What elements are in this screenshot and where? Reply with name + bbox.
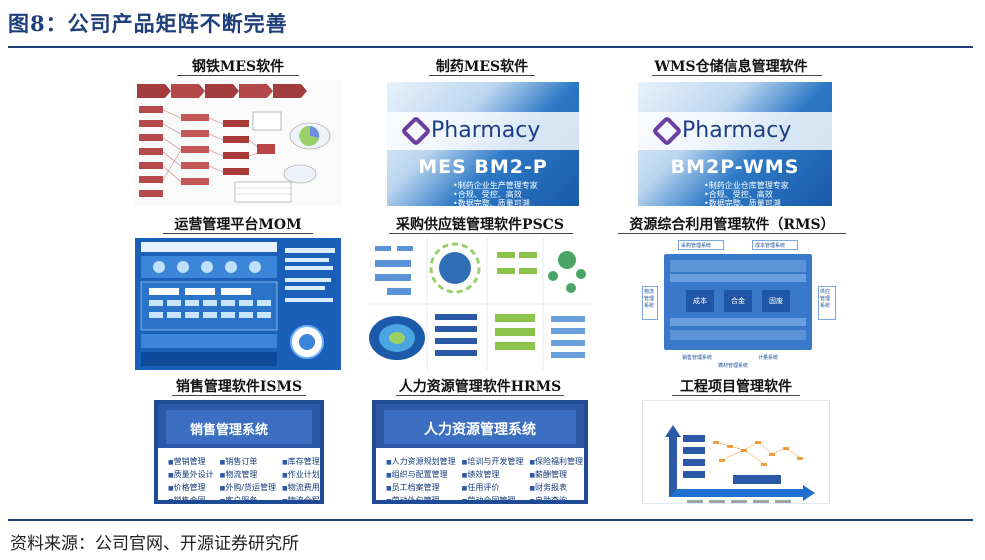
product-name: MES BM2-P bbox=[418, 156, 548, 178]
caption-underline bbox=[163, 233, 313, 234]
footer-rule bbox=[8, 519, 973, 521]
pharma-mes-banner: Pharmacy MES BM2-P 制药企业生产管理专家 合规、受控、高效 数… bbox=[387, 82, 579, 206]
mom-graphic bbox=[140, 242, 335, 366]
sales-system-modules: 营销管理 销售订单 库存管理 质量外设计 物流管理 作业计划管理 价格管理 外购… bbox=[158, 448, 320, 500]
product-caption: 采购供应链管理软件PSCS bbox=[396, 217, 564, 233]
brand-name: Pharmacy bbox=[682, 118, 792, 143]
module-item: 销售合同 bbox=[168, 495, 214, 500]
module-item: 自助查询 bbox=[529, 495, 583, 500]
module-item: 培训与开发管理 bbox=[462, 456, 523, 467]
feature-bullet: 制药企业生产管理专家 bbox=[453, 180, 538, 191]
mom-architecture-diagram bbox=[135, 238, 341, 370]
product-caption: 运营管理平台MOM bbox=[174, 217, 302, 233]
module-item: 保险福利管理 bbox=[529, 456, 583, 467]
module-item: 劳动合同管理 bbox=[462, 495, 524, 500]
caption-underline bbox=[389, 233, 573, 234]
product-card-steel-mes: 钢铁MES软件 bbox=[133, 56, 343, 206]
caption-underline bbox=[172, 395, 306, 396]
caption-underline bbox=[672, 395, 800, 396]
module-item: 质量外设计 bbox=[168, 469, 214, 480]
module-item: 员工档案管理 bbox=[386, 482, 456, 493]
product-caption: 工程项目管理软件 bbox=[680, 379, 792, 395]
rms-top-box-right: 成本管理系统 bbox=[752, 240, 798, 250]
sales-system-panel: 销售管理系统 营销管理 销售订单 库存管理 质量外设计 物流管理 作业计划管理 … bbox=[154, 400, 324, 504]
product-card-isms: 销售管理软件ISMS 销售管理系统 营销管理 销售订单 库存管理 质量外设计 物… bbox=[154, 376, 324, 506]
source-note: 资料来源：公司官网、开源证券研究所 bbox=[10, 534, 299, 554]
brand-band bbox=[638, 112, 832, 150]
product-caption: 制药MES软件 bbox=[435, 59, 529, 75]
module-item: 价格管理 bbox=[168, 482, 214, 493]
module-item: 任用评价 bbox=[462, 482, 524, 493]
module-item: 绩效管理 bbox=[462, 469, 524, 480]
rms-core-panel: 成本 合金 固废 bbox=[664, 254, 812, 350]
module-item: 物流全程跟踪 bbox=[282, 495, 320, 500]
module-item: 薪酬管理 bbox=[529, 469, 583, 480]
product-card-hrms: 人力资源管理软件HRMS 人力资源管理系统 人力资源规划管理 培训与开发管理 保… bbox=[370, 376, 590, 506]
module-item: 物流管理 bbox=[220, 469, 276, 480]
product-name: BM2P-WMS bbox=[670, 156, 800, 178]
rms-core-tile: 固废 bbox=[762, 290, 790, 312]
product-caption: 人力资源管理软件HRMS bbox=[398, 379, 562, 395]
product-card-project: 工程项目管理软件 bbox=[640, 376, 832, 506]
wms-banner: Pharmacy BM2P-WMS 制药企业仓库管理专家 合规、受控、高效 数据… bbox=[638, 82, 832, 206]
module-item: 人力资源规划管理 bbox=[386, 456, 456, 467]
rms-core-tile: 成本 bbox=[686, 290, 714, 312]
page-title: 图8：公司产品矩阵不断完善 bbox=[8, 11, 288, 36]
rms-side-box-right: 供应管理系统 bbox=[818, 286, 836, 320]
header-rule bbox=[8, 46, 973, 48]
caption-underline bbox=[396, 395, 564, 396]
product-card-rms: 资源综合利用管理软件（RMS） 采购管理系统 成本管理系统 物流管理系统 供应管… bbox=[612, 214, 852, 372]
rms-inner-band bbox=[670, 260, 806, 272]
caption-underline bbox=[177, 75, 299, 76]
rms-inner-band bbox=[670, 330, 806, 340]
module-item: 财务报表 bbox=[529, 482, 583, 493]
module-item: 作业计划管理 bbox=[282, 469, 320, 480]
flow-diagram-graphic bbox=[137, 84, 331, 203]
module-item: 营销管理 bbox=[168, 456, 214, 467]
product-caption: WMS仓储信息管理软件 bbox=[654, 59, 808, 75]
product-caption: 钢铁MES软件 bbox=[191, 59, 285, 75]
rms-bottom-box-center: 铸材管理系统 bbox=[718, 363, 749, 369]
product-card-pharma-mes: 制药MES软件 Pharmacy MES BM2-P 制药企业生产管理专家 合规… bbox=[385, 56, 579, 206]
steel-mes-diagram bbox=[135, 80, 341, 206]
product-card-pscs: 采购供应链管理软件PSCS bbox=[365, 214, 595, 372]
project-management-diagram bbox=[642, 400, 830, 504]
hr-system-modules: 人力资源规划管理 培训与开发管理 保险福利管理 组织与配置管理 绩效管理 薪酬管… bbox=[376, 448, 584, 500]
module-item: 物流费用管理 bbox=[282, 482, 320, 493]
sales-system-title: 销售管理系统 bbox=[166, 410, 312, 444]
module-item: 库存管理 bbox=[282, 456, 320, 467]
caption-underline bbox=[429, 75, 535, 76]
rms-side-box-left: 物流管理系统 bbox=[642, 286, 658, 320]
product-card-wms: WMS仓储信息管理软件 Pharmacy BM2P-WMS 制药企业仓库管理专家… bbox=[622, 56, 840, 206]
hr-system-panel: 人力资源管理系统 人力资源规划管理 培训与开发管理 保险福利管理 组织与配置管理… bbox=[372, 400, 588, 504]
pscs-graphic bbox=[367, 238, 593, 370]
feature-bullet: 制药企业仓库管理专家 bbox=[704, 180, 789, 191]
feature-bullet: 合规、受控、高效 bbox=[704, 189, 773, 200]
product-card-mom: 运营管理平台MOM bbox=[133, 214, 343, 372]
rms-bottom-box-left: 销售管理系统 bbox=[682, 355, 713, 361]
module-item: 外购/货运管理 bbox=[220, 482, 276, 493]
hr-system-title: 人力资源管理系统 bbox=[384, 410, 576, 444]
feature-bullet: 数据完整、质量可溯 bbox=[453, 198, 530, 206]
module-item: 组织与配置管理 bbox=[386, 469, 456, 480]
product-caption: 销售管理软件ISMS bbox=[175, 379, 303, 395]
rms-inner-band bbox=[670, 274, 806, 282]
rms-top-box-left: 采购管理系统 bbox=[678, 240, 724, 250]
caption-underline bbox=[618, 233, 846, 234]
project-graphic bbox=[665, 425, 815, 503]
rms-bottom-box-right: 计量系统 bbox=[758, 355, 779, 361]
feature-bullet: 数据完整、质量可溯 bbox=[704, 198, 781, 206]
module-item: 客户服务 bbox=[220, 495, 276, 500]
brand-band bbox=[387, 112, 579, 150]
rms-diagram: 采购管理系统 成本管理系统 物流管理系统 供应管理系统 成本 合金 固废 销售管… bbox=[642, 238, 838, 370]
rms-inner-band bbox=[670, 318, 806, 326]
caption-underline bbox=[652, 75, 822, 76]
module-item: 销售订单 bbox=[220, 456, 276, 467]
pscs-diagram bbox=[367, 238, 593, 370]
rms-core-tile: 合金 bbox=[724, 290, 752, 312]
product-caption: 资源综合利用管理软件（RMS） bbox=[629, 217, 835, 233]
module-item: 劳动外包管理 bbox=[386, 495, 456, 500]
brand-name: Pharmacy bbox=[431, 118, 541, 143]
feature-bullet: 合规、受控、高效 bbox=[453, 189, 522, 200]
